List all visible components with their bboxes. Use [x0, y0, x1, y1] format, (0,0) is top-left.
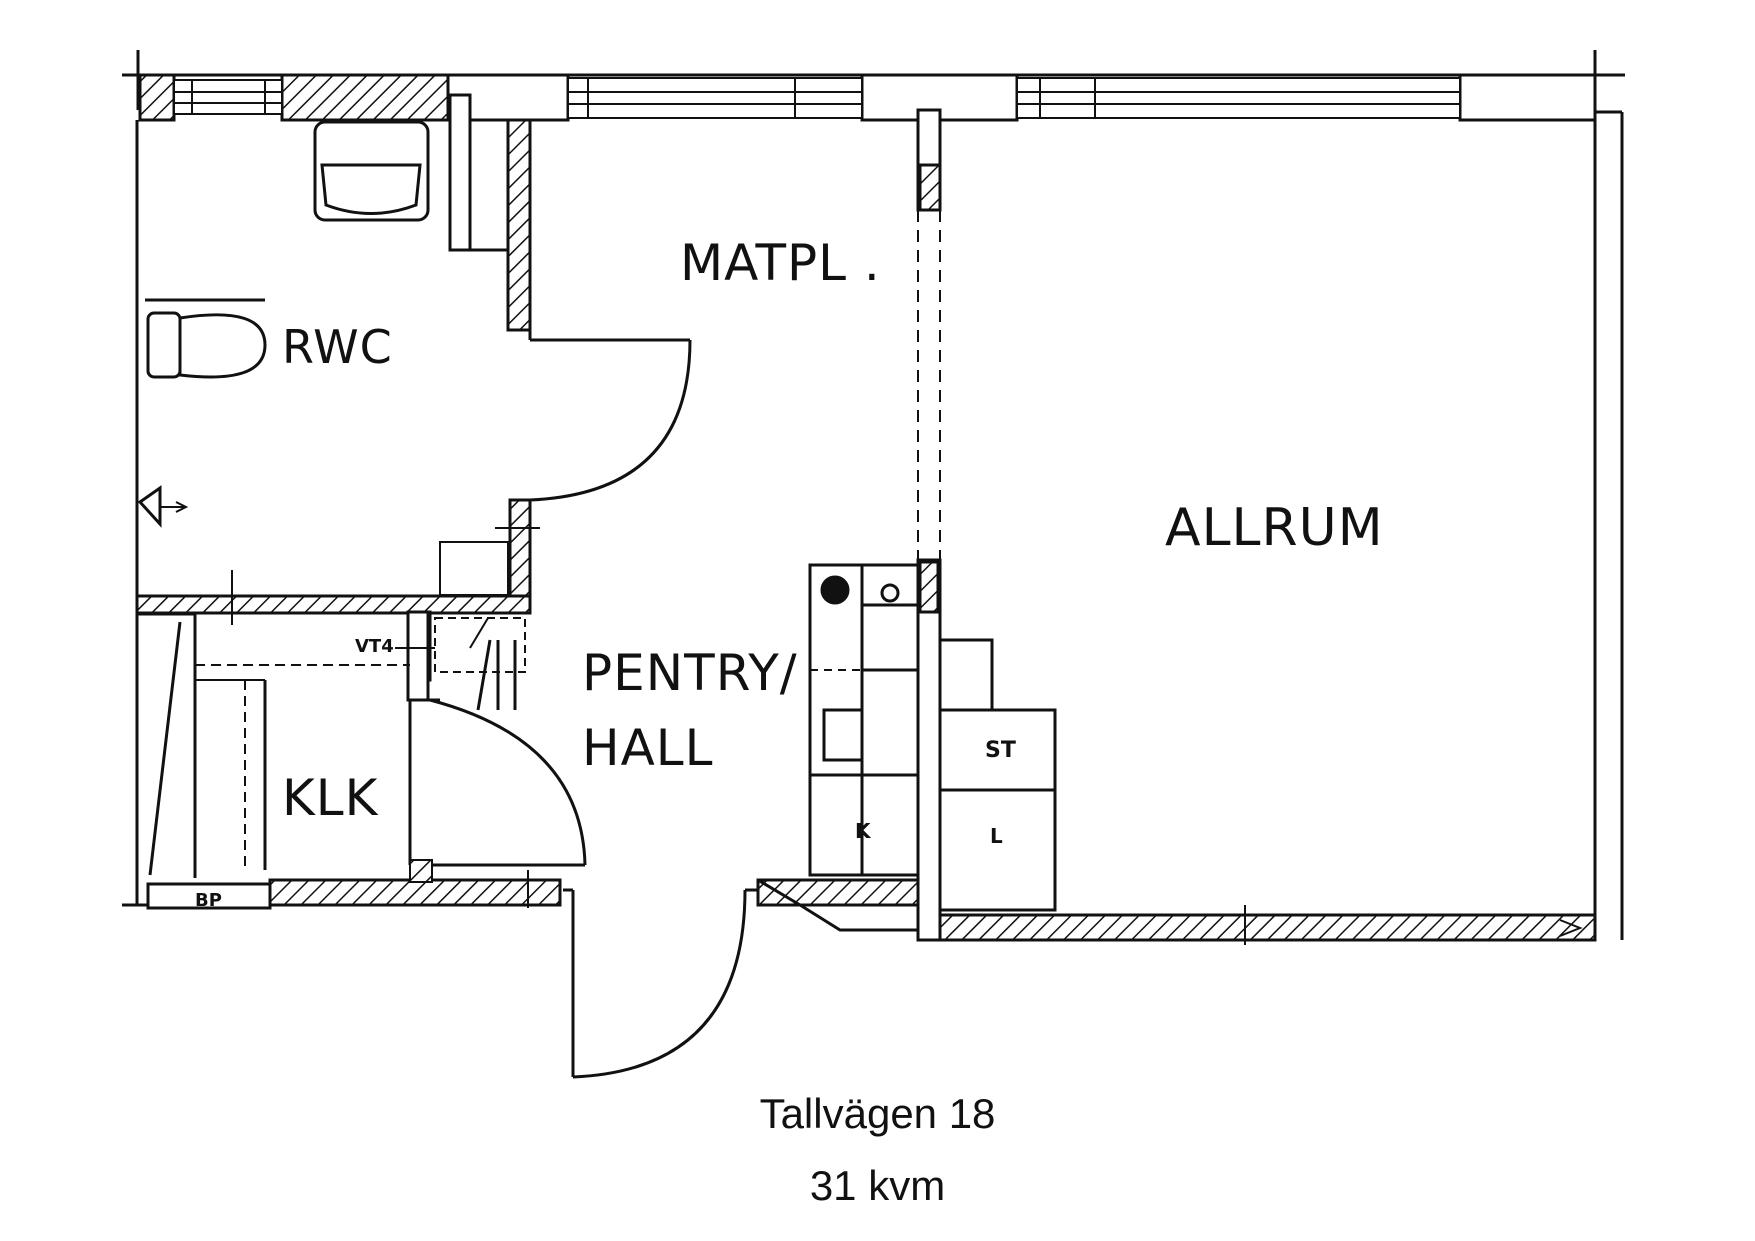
room-label-pentry: PENTRY/: [582, 644, 798, 702]
address-caption: Tallvägen 18: [759, 1090, 996, 1137]
klk-door: [408, 698, 587, 867]
bottom-wall: [122, 859, 1597, 945]
room-label-klk: KLK: [282, 769, 379, 827]
rwc-fixtures: [137, 120, 430, 528]
area-caption: 31 kvm: [809, 1162, 946, 1209]
room-label-matpl: MATPL .: [680, 234, 881, 292]
kitchenette: [808, 563, 1057, 912]
rwc-door: [529, 338, 692, 502]
fixture-label-k: K: [855, 819, 872, 843]
klk-walls: [135, 610, 526, 890]
room-label-hall: HALL: [582, 719, 714, 777]
room-label-rwc: RWC: [282, 320, 393, 374]
fixture-label-l: L: [990, 824, 1003, 848]
entry-door: [563, 878, 918, 1079]
room-label-allrum: ALLRUM: [1165, 498, 1384, 558]
windows: [173, 77, 1461, 119]
fixture-label-vt4: VT4: [355, 636, 394, 657]
fixture-label-st: ST: [985, 738, 1016, 763]
fixture-label-bp: BP: [195, 890, 222, 911]
rwc-walls: [135, 93, 540, 625]
partition: [916, 108, 942, 942]
